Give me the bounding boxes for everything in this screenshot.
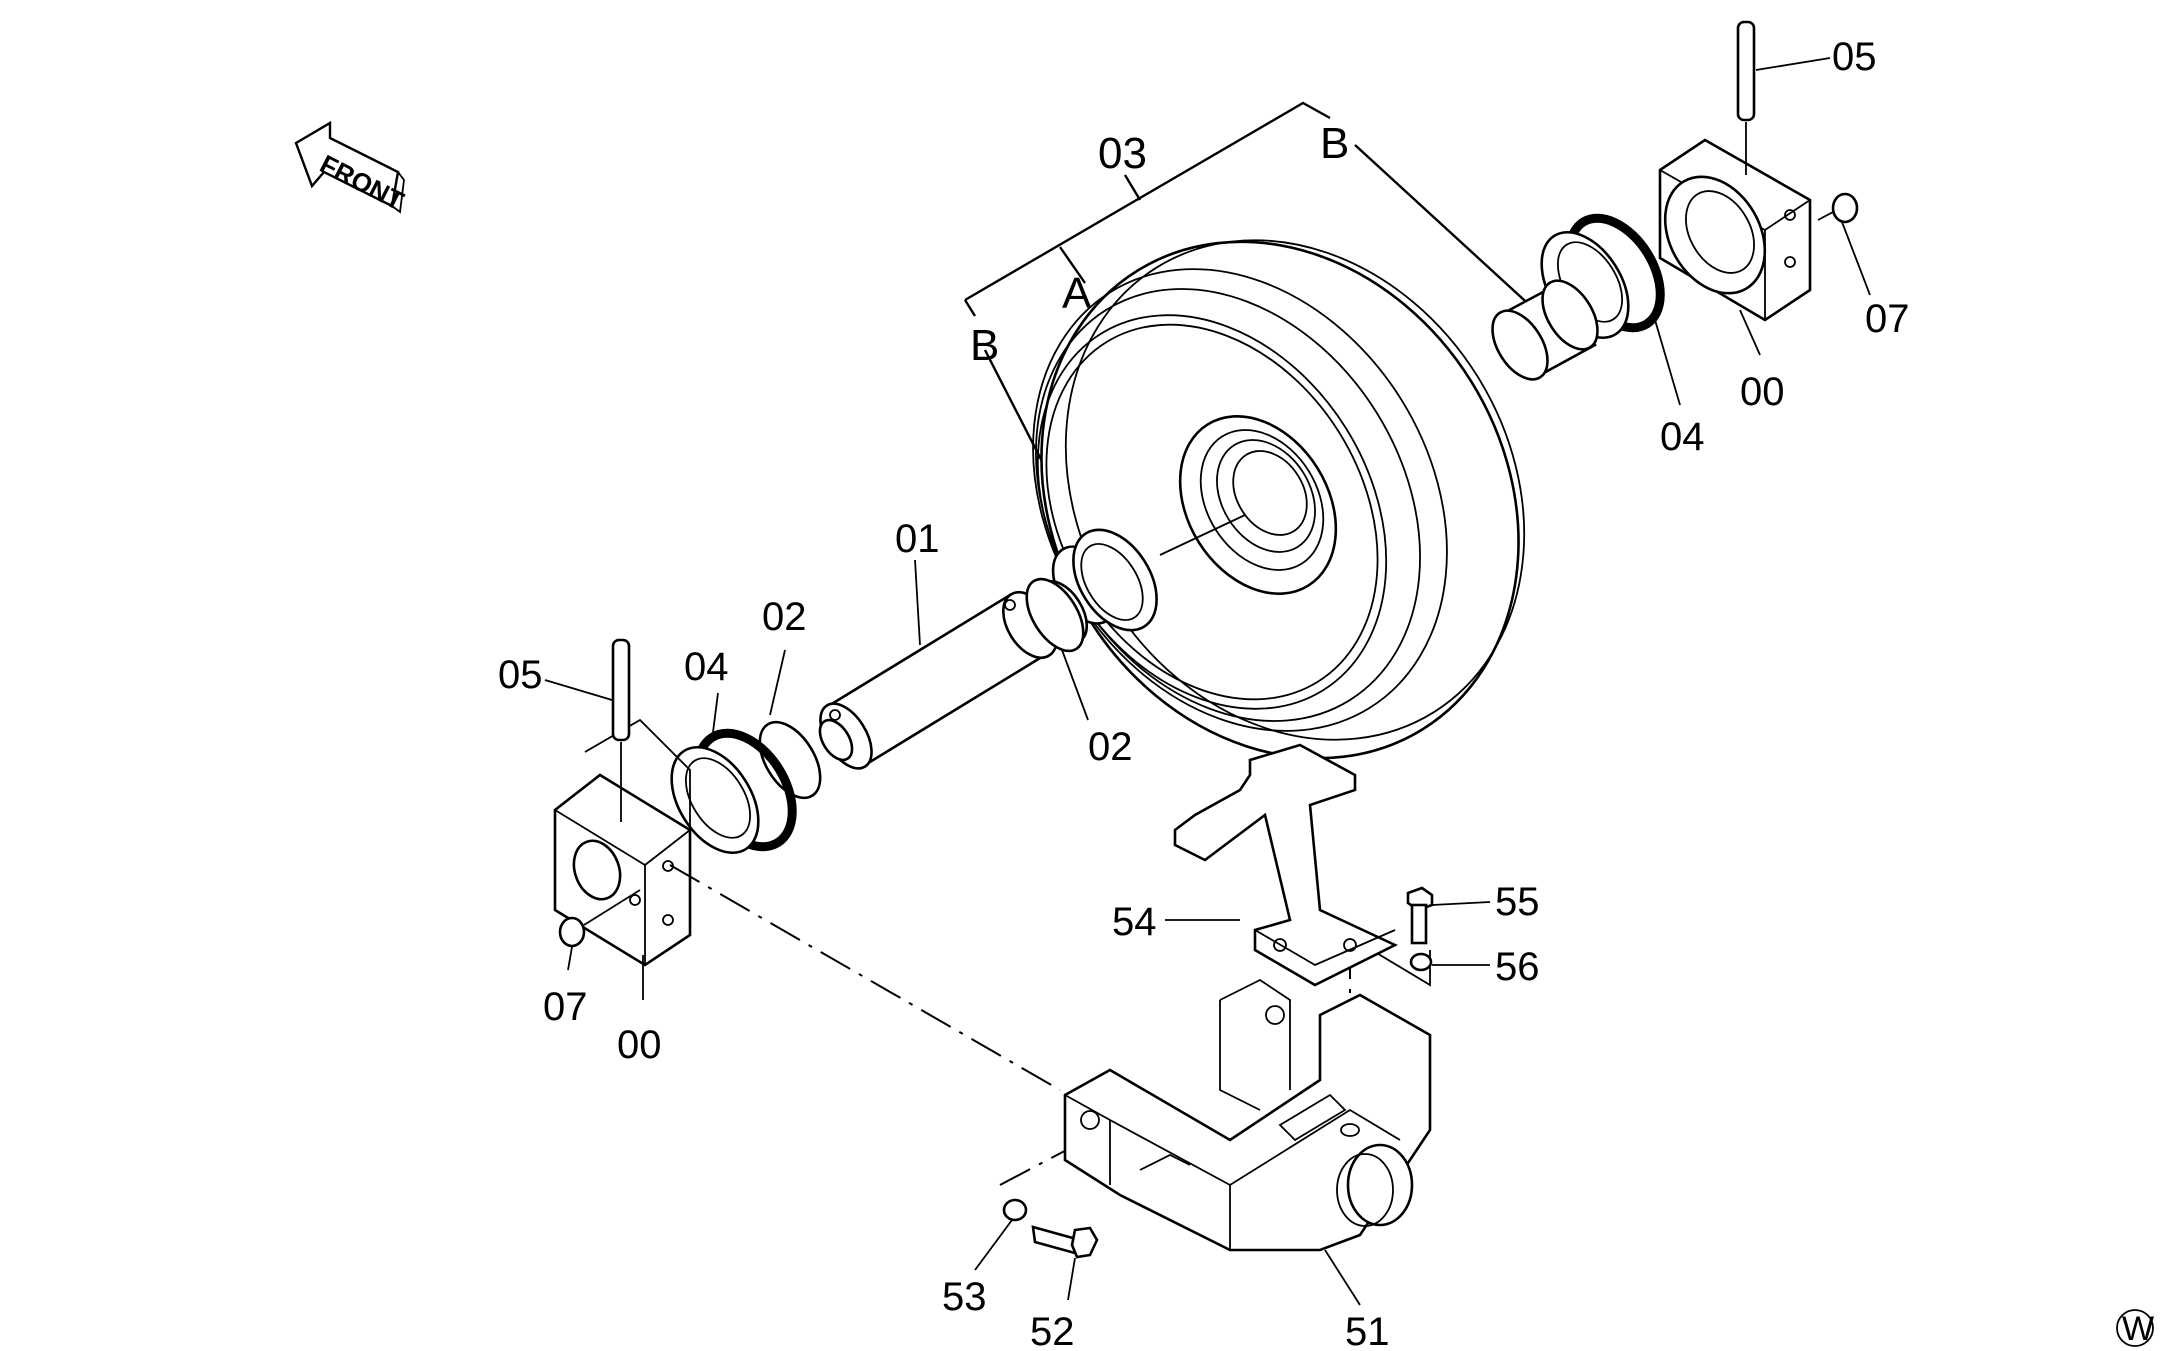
plug-left (558, 889, 641, 948)
callout-07-left: 07 (543, 985, 588, 1029)
callout-51: 51 (1345, 1310, 1390, 1351)
pin-right (1736, 20, 1756, 175)
callout-B-top: B (1320, 119, 1349, 168)
washer-56 (1409, 952, 1433, 972)
collar-right (1491, 279, 1599, 381)
callout-03: 03 (1098, 129, 1147, 178)
corner-mark-letter: W (2122, 1310, 2154, 1348)
callout-07-right: 07 (1865, 297, 1910, 341)
alignment-line-left (669, 864, 1061, 1091)
washer-53 (1002, 1198, 1028, 1222)
callout-53: 53 (942, 1275, 987, 1319)
callout-55: 55 (1495, 880, 1540, 924)
callout-B-left: B (970, 321, 999, 370)
idler-wheel (1032, 239, 1526, 760)
bolt-55 (1406, 886, 1434, 945)
bolt-52 (1031, 1225, 1099, 1259)
o-rings (758, 577, 1085, 800)
pin-left (611, 638, 631, 822)
callout-56: 56 (1495, 945, 1540, 989)
plug-right (1817, 192, 1859, 224)
callout-01: 01 (895, 517, 940, 561)
front-arrow-icon: FRONT (294, 120, 409, 216)
callout-52: 52 (1030, 1310, 1075, 1351)
front-label: FRONT (315, 149, 409, 216)
corner-mark: W (2116, 1309, 2154, 1348)
guard-plate (1173, 743, 1398, 987)
callout-02-lower: 02 (1088, 725, 1133, 769)
bearing-block-right (1658, 138, 1812, 322)
bearing-block-left (553, 718, 692, 967)
yoke (1063, 978, 1432, 1252)
callout-00-left: 00 (617, 1023, 662, 1067)
callout-04-left: 04 (684, 645, 729, 689)
callout-A: A (1062, 269, 1092, 318)
callout-54: 54 (1112, 900, 1157, 944)
callout-05-right: 05 (1832, 35, 1877, 79)
callout-05-left: 05 (498, 653, 543, 697)
callout-00-right: 00 (1740, 370, 1785, 414)
callout-04-right: 04 (1660, 415, 1705, 459)
callout-02-upper: 02 (762, 595, 807, 639)
leader-lines (544, 57, 1871, 1306)
